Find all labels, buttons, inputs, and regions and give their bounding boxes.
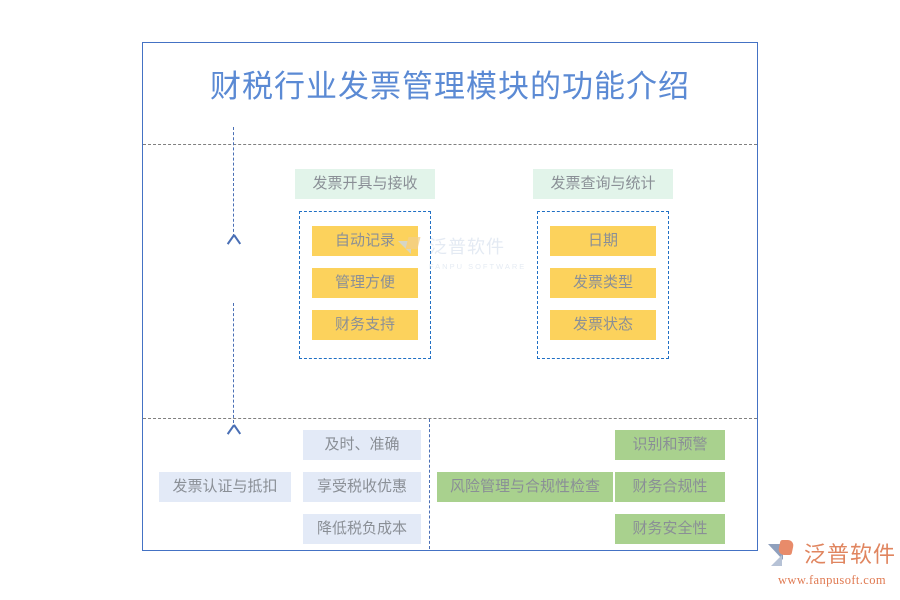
group-item[interactable]: 财务支持 xyxy=(312,310,418,340)
lower-group-item[interactable]: 财务合规性 xyxy=(615,472,725,502)
watermark-name: 泛普软件 xyxy=(429,237,505,257)
fanpu-brand-icon xyxy=(768,540,800,570)
lower-group-label-risk-compliance-check[interactable]: 风险管理与合规性检查 xyxy=(437,472,613,502)
brand-url: www.fanpusoft.com xyxy=(777,573,887,587)
lower-group-item[interactable]: 财务安全性 xyxy=(615,514,725,544)
diagram-frame: 财税行业发票管理模块的功能介绍 发票开具与接收 自动记录 管理方便 财务支持 发… xyxy=(142,42,758,551)
divider-top xyxy=(143,144,757,145)
page-title: 财税行业发票管理模块的功能介绍 xyxy=(210,69,690,104)
lower-group-item[interactable]: 识别和预警 xyxy=(615,430,725,460)
divider-bottom xyxy=(143,418,757,419)
watermark-subtitle: FANPU SOFTWARE xyxy=(429,262,527,271)
group-item[interactable]: 自动记录 xyxy=(312,226,418,256)
group-header-invoice-issue-receive: 发票开具与接收 xyxy=(295,169,435,199)
lower-group-item[interactable]: 降低税负成本 xyxy=(303,514,421,544)
group-item[interactable]: 日期 xyxy=(550,226,656,256)
group-item[interactable]: 发票类型 xyxy=(550,268,656,298)
flow-line-segment-1 xyxy=(233,127,234,237)
group-item[interactable]: 发票状态 xyxy=(550,310,656,340)
lower-vertical-separator xyxy=(429,419,430,549)
lower-group-item[interactable]: 享受税收优惠 xyxy=(303,472,421,502)
brand-row: 泛普软件 xyxy=(768,540,896,570)
group-box-invoice-query-statistics: 日期 发票类型 发票状态 xyxy=(537,211,669,359)
flow-line-segment-2 xyxy=(233,303,234,423)
flow-arrow-down-1-icon xyxy=(227,235,240,248)
lower-group-item[interactable]: 及时、准确 xyxy=(303,430,421,460)
flow-arrow-down-2-icon xyxy=(227,425,240,438)
lower-group-label-invoice-verify-deduct[interactable]: 发票认证与抵扣 xyxy=(159,472,291,502)
group-box-invoice-issue-receive: 自动记录 管理方便 财务支持 xyxy=(299,211,431,359)
brand-name: 泛普软件 xyxy=(804,542,897,567)
brand-logo: 泛普软件 www.fanpusoft.com xyxy=(768,540,896,588)
group-item[interactable]: 管理方便 xyxy=(312,268,418,298)
group-header-invoice-query-statistics: 发票查询与统计 xyxy=(533,169,673,199)
